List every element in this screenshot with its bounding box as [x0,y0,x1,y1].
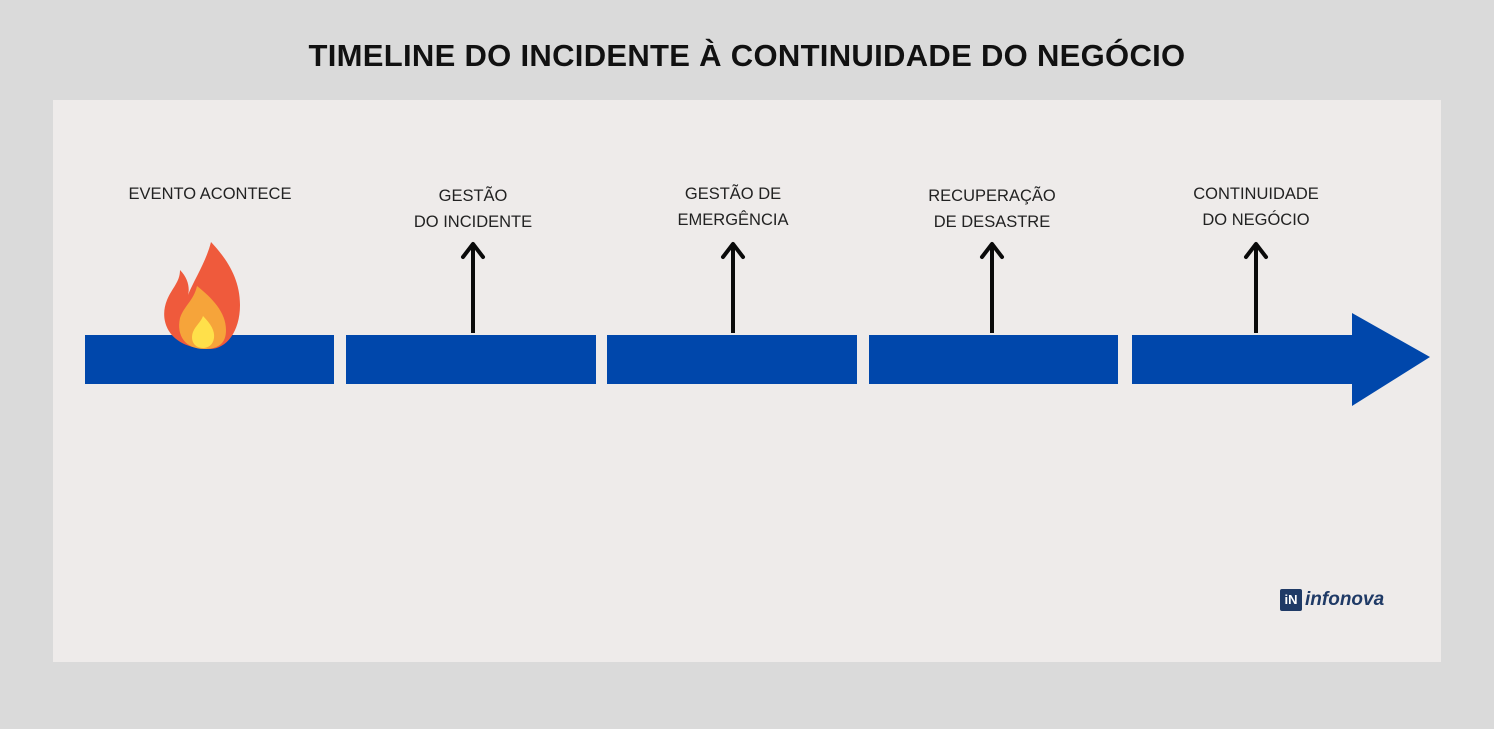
fire-icon-core [192,316,215,348]
logo-mark: iN [1280,589,1302,611]
arrow-up-icon-head-5 [1244,242,1268,259]
timeline-segment-4 [869,335,1118,384]
arrow-up-icon-head-4 [980,242,1004,259]
stage-label-4: RECUPERAÇÃO DE DESASTRE [928,187,1056,231]
timeline-segment-2 [346,335,596,384]
arrow-up-icon-head-2 [461,242,485,259]
infonova-logo: iN infonova [1280,589,1384,611]
timeline-arrow-segment [1132,313,1430,406]
page-title: TIMELINE DO INCIDENTE À CONTINUIDADE DO … [308,38,1186,73]
arrow-up-icon-head-3 [721,242,745,259]
stage-label-3: GESTÃO DE EMERGÊNCIA [677,185,789,229]
logo-text: infonova [1305,589,1385,610]
fire-icon [164,242,240,349]
stage-label-1: EVENTO ACONTECE [128,185,292,203]
stage-label-2: GESTÃO DO INCIDENTE [413,187,533,231]
timeline-segment-3 [607,335,857,384]
stage-label-5: CONTINUIDADE DO NEGÓCIO [1193,185,1319,229]
